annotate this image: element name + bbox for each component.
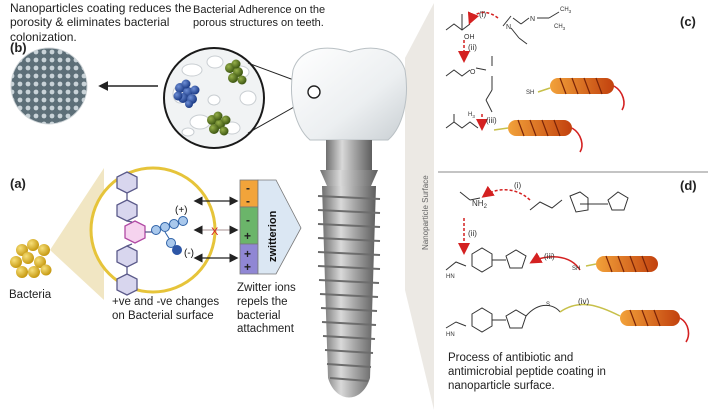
porous-tooth-magnified	[163, 47, 265, 149]
step-c-ii: (ii)	[468, 43, 477, 52]
bacteria-cluster	[10, 239, 52, 278]
chem-sh-2: SH	[572, 266, 580, 272]
peptide-helix-c1	[537, 77, 625, 111]
chem-hn-1: HN	[446, 274, 455, 280]
chem-ch3-1: CH3	[560, 7, 572, 14]
zw-cell-0: -	[246, 181, 250, 195]
step-arrow-c-i	[467, 11, 499, 25]
step-d-i: (i)	[514, 181, 521, 190]
peptide-helix-d2	[559, 303, 690, 343]
zw-cell-4: +	[244, 247, 251, 261]
charge-plus-label: (+)	[175, 205, 188, 216]
adherence-caption: Bacterial Adherence on the porous struct…	[193, 4, 326, 30]
chem-h3c: H3	[468, 112, 475, 119]
bacteria-caption: Bacteria	[9, 289, 52, 301]
charge-minus-label: (-)	[184, 248, 194, 259]
chem-panel-c	[445, 11, 629, 333]
step-c-iii: (iii)	[486, 116, 497, 125]
chem-n-1: N	[506, 24, 511, 31]
repel-x-mark: X	[211, 226, 219, 238]
dental-implant	[291, 47, 407, 398]
magnify-cone	[50, 168, 104, 300]
label-a: (a)	[10, 176, 26, 191]
implant-screw	[317, 186, 381, 398]
step-d-iii: (iii)	[544, 252, 555, 261]
projection-panel	[405, 3, 434, 410]
chem-nh2: NH2	[472, 199, 488, 210]
implant-abutment	[326, 140, 372, 170]
chem-hn-2: HN	[446, 332, 455, 338]
chem-oh: OH	[464, 34, 475, 41]
chem-ch3-2: CH3	[554, 24, 566, 31]
zwitter-caption: Zwitter ions repels the bacterial attach…	[237, 282, 296, 336]
chem-n-2: N	[530, 16, 535, 23]
peptide-helix-d1	[585, 255, 658, 273]
peptide-helix-c2	[493, 119, 583, 153]
zwitterion-label: zwitterion	[267, 210, 279, 262]
nanoparticle-coated-surface	[10, 47, 88, 125]
step-arrow-d-iii	[529, 252, 581, 271]
label-c: (c)	[680, 14, 696, 29]
step-d-ii: (ii)	[468, 229, 477, 238]
nanoparticle-surface-label: Nanoparticle Surface	[421, 175, 430, 250]
zw-cell-1: -	[246, 194, 250, 208]
zw-cell-5: +	[244, 260, 251, 274]
step-c-i: (i)	[479, 10, 486, 19]
chem-s: S	[546, 302, 550, 308]
zw-cell-2: -	[246, 213, 250, 227]
implant-crown	[291, 47, 407, 141]
zw-cell-3: +	[244, 229, 251, 243]
step-arrow-d-i	[481, 185, 531, 201]
zwitterion-block	[239, 179, 302, 275]
label-d: (d)	[680, 178, 697, 193]
label-b: (b)	[10, 40, 27, 55]
chem-sh-1: SH	[526, 90, 534, 96]
crown-pore-spot	[307, 85, 321, 99]
process-caption: Process of antibiotic and antimicrobial …	[448, 352, 606, 392]
step-d-iv: (iv)	[578, 297, 589, 306]
charges-caption: +ve and -ve changes on Bacterial surface	[112, 296, 220, 322]
chem-o-1: O	[470, 69, 476, 76]
bacterial-surface-magnified	[89, 166, 217, 296]
nanoparticle-caption: Nanoparticles coating reduces the porosi…	[10, 1, 192, 44]
